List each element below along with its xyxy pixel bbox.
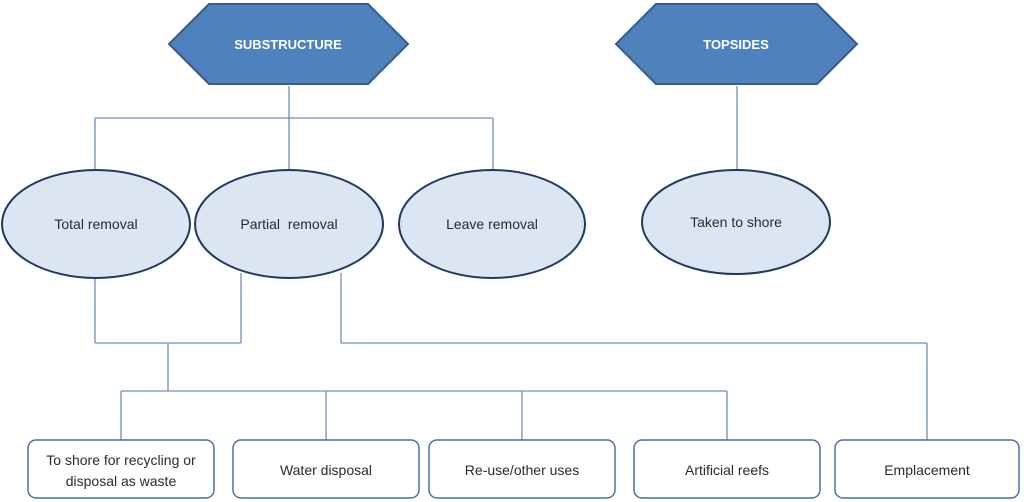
- artificial-reefs-outcome: Artificial reefs: [633, 439, 821, 499]
- topsides-node: TOPSIDES: [614, 3, 859, 85]
- artificial-reefs-box: [633, 439, 821, 499]
- leave-removal-label: Leave removal: [446, 216, 538, 232]
- emplacement-label: Emplacement: [884, 462, 970, 478]
- emplacement-outcome: Emplacement: [834, 439, 1020, 499]
- topsides-label: TOPSIDES: [703, 37, 769, 52]
- partial-removal-label: Partial removal: [240, 216, 337, 232]
- partial-removal-ellipse: [194, 169, 384, 279]
- substructure-label: SUBSTRUCTURE: [234, 37, 342, 52]
- substructure-hexagon: [167, 3, 410, 85]
- partial-removal-node: Partial removal: [194, 169, 384, 279]
- taken-to-shore-ellipse: [641, 169, 831, 275]
- reuse-outcome: Re-use/other uses: [428, 439, 616, 499]
- to-shore-box: [27, 439, 215, 499]
- substructure-node: SUBSTRUCTURE: [167, 3, 410, 85]
- emplacement-box: [834, 439, 1020, 499]
- to-shore-outcome: To shore for recycling or disposal as wa…: [27, 439, 215, 499]
- water-disposal-box: [232, 439, 420, 499]
- artificial-reefs-label: Artificial reefs: [685, 462, 769, 478]
- connectors: [94, 86, 928, 440]
- taken-to-shore-label: Taken to shore: [690, 214, 782, 230]
- leave-removal-node: Leave removal: [398, 169, 586, 279]
- total-removal-ellipse: [1, 169, 191, 279]
- water-disposal-label: Water disposal: [280, 462, 372, 478]
- topsides-hexagon: [614, 3, 859, 85]
- to-shore-label-line1: To shore for recycling or: [46, 452, 196, 468]
- to-shore-label-line2: disposal as waste: [66, 473, 177, 489]
- total-removal-label: Total removal: [54, 216, 137, 232]
- taken-to-shore-node: Taken to shore: [641, 169, 831, 275]
- leave-removal-ellipse: [398, 169, 586, 279]
- water-disposal-outcome: Water disposal: [232, 439, 420, 499]
- reuse-label: Re-use/other uses: [465, 462, 579, 478]
- total-removal-node: Total removal: [1, 169, 191, 279]
- reuse-box: [428, 439, 616, 499]
